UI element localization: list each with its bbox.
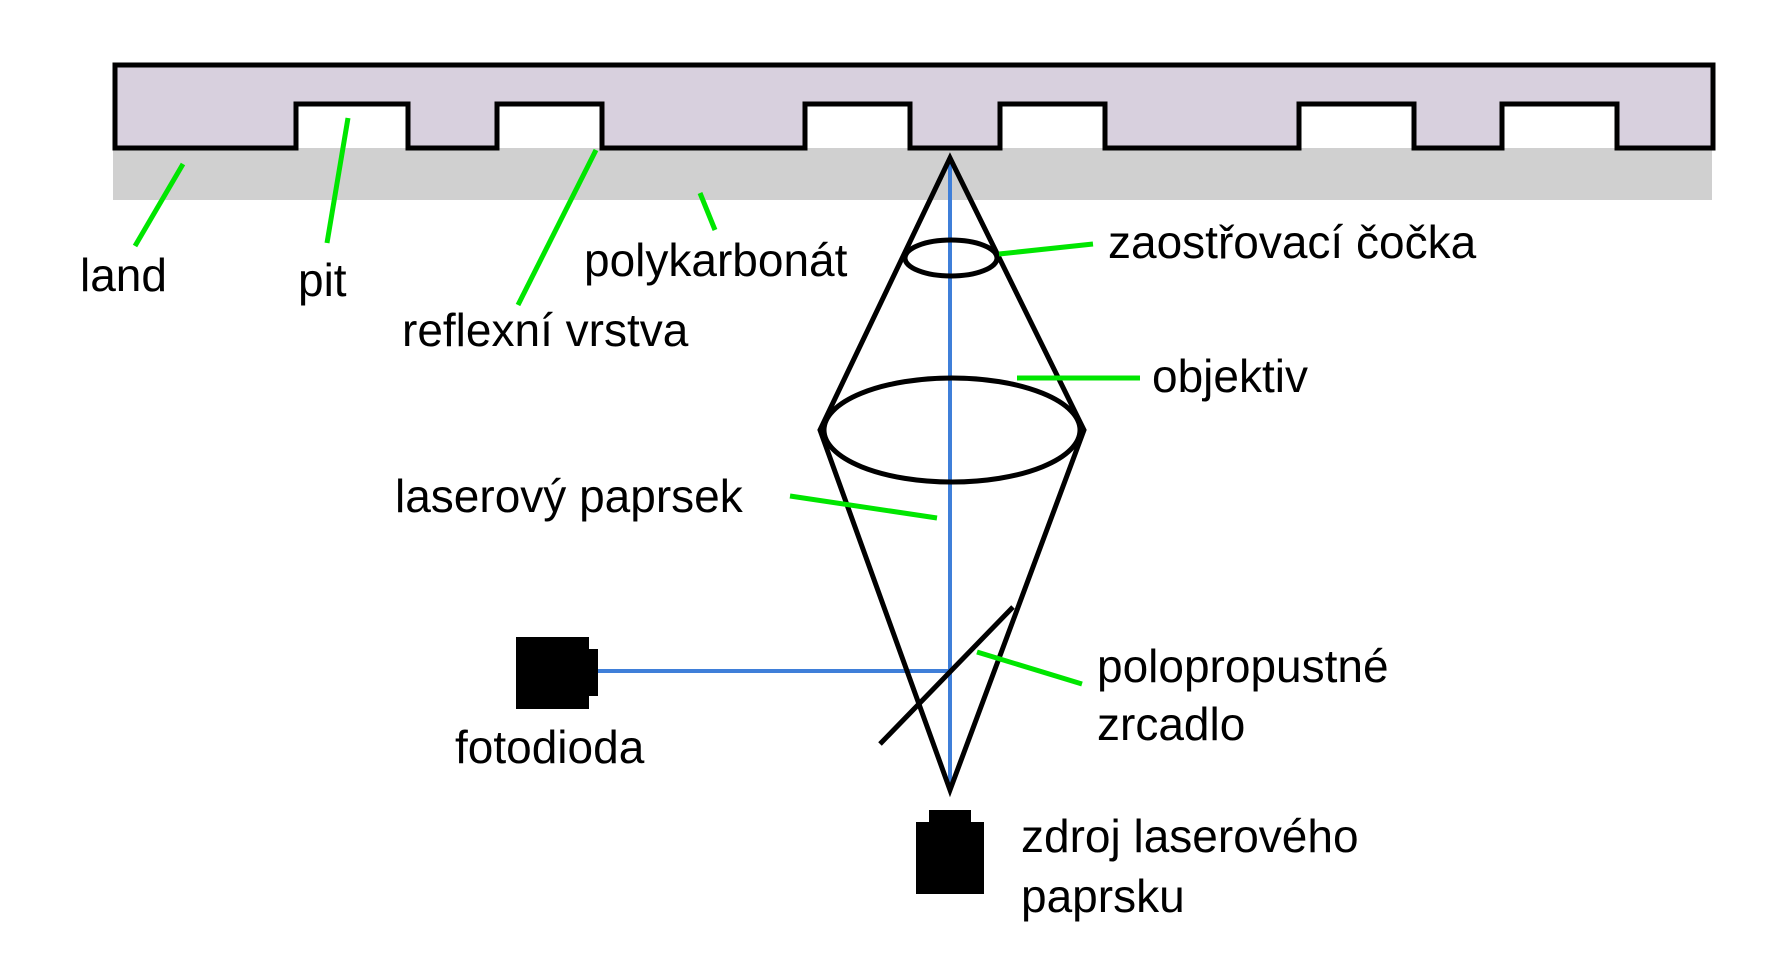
leader-land [132,162,186,248]
label-polycarbonate: polykarbonát [584,234,848,286]
label-beam-splitter-line2: zrcadlo [1097,698,1245,750]
label-objective: objektiv [1152,350,1308,402]
leader-lines [132,117,1140,687]
beam-splitter-mirror [878,605,1015,746]
label-laser-source-line1: zdroj laserového [1021,810,1359,862]
label-laser-source-line2: paprsku [1021,870,1185,922]
label-reflective-layer: reflexní vrstva [402,304,689,356]
reflective-layer [112,62,1716,151]
photodiode [516,637,598,709]
label-beam-splitter-line1: polopropustné [1097,640,1389,692]
leader-focusing-lens [998,241,1094,257]
polycarbonate-layer [113,148,1712,200]
leader-reflective-layer [515,148,599,307]
label-laser-beam: laserový paprsek [395,470,744,522]
focusing-lens [902,237,1000,279]
label-photodiode: fotodioda [455,721,645,773]
label-land: land [80,249,167,301]
leader-polycarbonate [697,192,718,231]
leader-beam-splitter [976,649,1083,687]
label-focusing-lens: zaostřovací čočka [1108,216,1477,268]
label-pit: pit [298,254,347,306]
leader-laser-beam [789,493,938,521]
light-cone [817,152,1087,798]
laser-source [916,810,984,894]
objective-lens [821,375,1083,485]
leader-pit [324,117,351,244]
